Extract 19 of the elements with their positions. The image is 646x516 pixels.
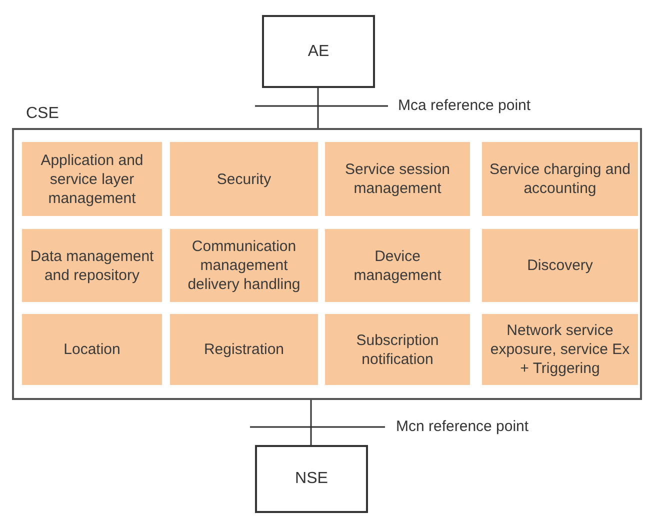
- function-box: Application and service layer management: [22, 142, 162, 216]
- function-box: Communication management delivery handling: [170, 229, 318, 302]
- function-box: Network service exposure, service Ex + Triggering: [482, 314, 638, 385]
- function-box: Data management and repository: [22, 229, 162, 302]
- function-box: Service session management: [325, 142, 470, 216]
- connector-line: [317, 88, 319, 128]
- container-heading: CSE: [26, 104, 59, 124]
- function-box: Location: [22, 314, 162, 385]
- reference-point-label: Mca reference point: [398, 97, 531, 115]
- function-box: Discovery: [482, 229, 638, 302]
- function-box: Security: [170, 142, 318, 216]
- entity-box: AE: [262, 15, 375, 88]
- reference-point-label: Mcn reference point: [396, 418, 529, 436]
- connector-line: [310, 400, 312, 445]
- function-box: Subscription notification: [325, 314, 470, 385]
- function-box: Service charging and accounting: [482, 142, 638, 216]
- entity-box: NSE: [255, 445, 368, 513]
- function-box: Registration: [170, 314, 318, 385]
- function-box: Device management: [325, 229, 470, 302]
